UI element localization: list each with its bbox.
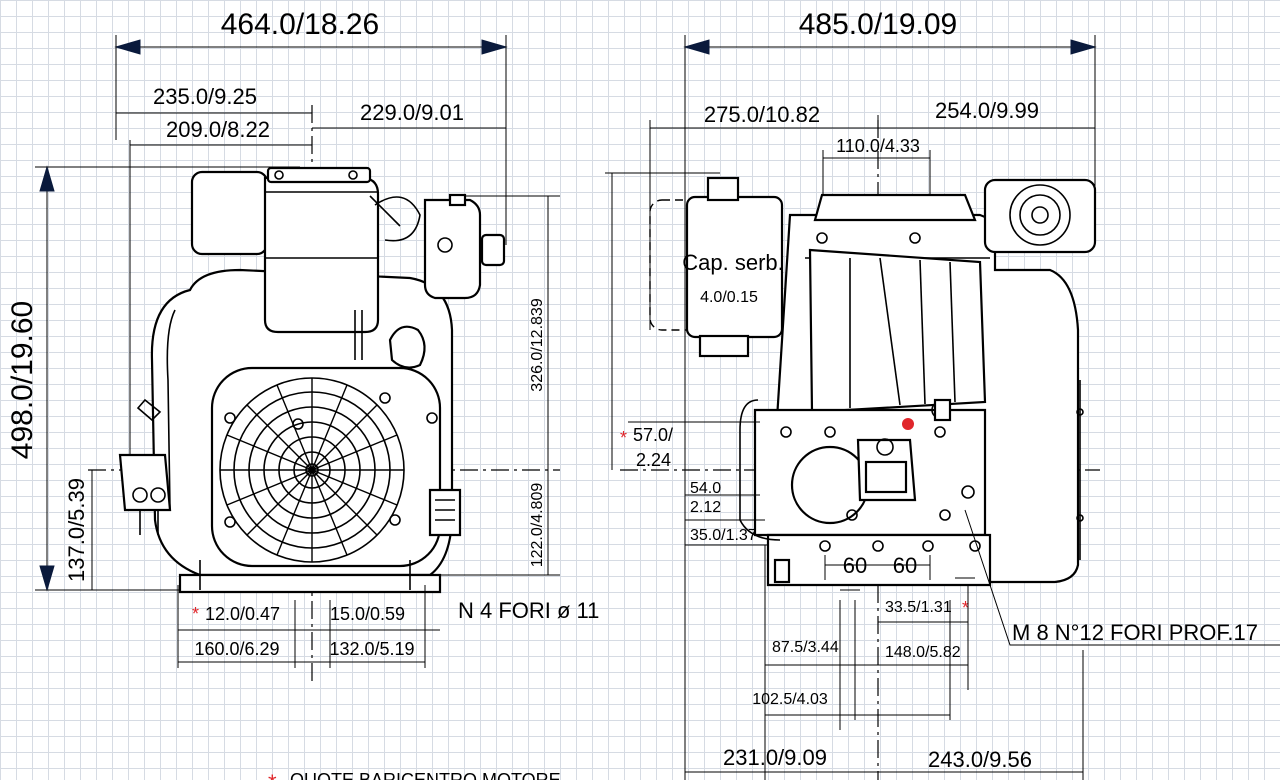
- front-foot-offset-star: *: [192, 604, 199, 624]
- side-cog-star: *: [620, 428, 627, 448]
- front-overall-height-dim: 498.0/19.60: [6, 165, 300, 592]
- side-cog-height-bottom: 2.24: [636, 450, 671, 470]
- side-dim-148: 148.0/5.82: [885, 644, 961, 661]
- side-spacing-60-left: 60: [843, 553, 867, 578]
- legend-note: QUOTE BARICENTRO MOTORE: [290, 770, 561, 780]
- front-axis-to-base-label: 122.0/4.809: [529, 483, 546, 568]
- side-lower-dims: 87.5/3.44 148.0/5.82 102.5/4.03 231.0/9.…: [685, 545, 1083, 780]
- side-overall-width-dim: 485.0/19.09: [683, 8, 1097, 780]
- side-left-dims: * 57.0/ 2.24 54.0 2.12 35.0/1.37: [620, 421, 768, 546]
- front-engine-drawing: [118, 166, 506, 594]
- side-upper-dims: 275.0/10.82 254.0/9.99 110.0/4.33: [649, 98, 1095, 330]
- side-dim-231: 231.0/9.09: [723, 745, 827, 770]
- front-holes-note: N 4 FORI ø 11: [458, 598, 599, 623]
- side-dim-87: 87.5/3.44: [772, 639, 839, 656]
- front-right-height-dims: 326.0/12.839 122.0/4.809: [430, 195, 560, 576]
- front-upper-dims: 235.0/9.25 209.0/8.22 229.0/9.01: [116, 84, 506, 455]
- side-dim-54-bottom: 2.12: [690, 499, 721, 516]
- side-cog-height-top: 57.0/: [633, 425, 673, 445]
- side-tank-capacity: 4.0/0.15: [700, 289, 758, 306]
- front-axis-to-top-label: 326.0/12.839: [529, 298, 546, 392]
- side-left-width-label: 275.0/10.82: [704, 102, 820, 127]
- front-overall-height-label: 498.0/19.60: [6, 301, 39, 459]
- side-dim-54-top: 54.0: [690, 480, 721, 497]
- side-cog-marker: [902, 418, 914, 430]
- front-right-to-center-label: 229.0/9.01: [360, 100, 464, 125]
- side-right-dims: 33.5/1.31 * M 8 N°12 FORI PROF.17: [878, 509, 1280, 780]
- front-overall-width-label: 464.0/18.26: [221, 8, 379, 41]
- side-dim-33-star: *: [962, 598, 969, 618]
- side-right-width-label: 254.0/9.99: [935, 98, 1039, 123]
- side-fuel-tank: Cap. serb. 4.0/0.15: [649, 176, 784, 358]
- side-holes-note: M 8 N°12 FORI PROF.17: [1012, 620, 1258, 645]
- side-tank-label: Cap. serb.: [682, 250, 784, 275]
- side-dim-33: 33.5/1.31: [885, 599, 952, 616]
- side-spacing-60-right: 60: [893, 553, 917, 578]
- front-foot-offset-2-label: 15.0/0.59: [330, 604, 405, 624]
- front-left-to-center-label: 235.0/9.25: [153, 84, 257, 109]
- side-dim-35: 35.0/1.37: [690, 527, 757, 544]
- side-view: 485.0/19.09 275.0/10.82 254.0/9.99 110.0…: [605, 8, 1280, 780]
- side-engine-drawing: [739, 178, 1097, 587]
- front-foot-offset-label: 12.0/0.47: [205, 604, 280, 624]
- side-spacing-dims: 60 60: [824, 553, 975, 591]
- front-left-inner-label: 209.0/8.22: [166, 117, 270, 142]
- legend: * QUOTE BARICENTRO MOTORE: [268, 770, 561, 780]
- front-overall-width-dim: 464.0/18.26: [114, 8, 508, 245]
- side-dim-243: 243.0/9.56: [928, 747, 1032, 772]
- front-foot-left-label: 160.0/6.29: [194, 639, 279, 659]
- legend-star: *: [268, 770, 277, 780]
- front-bottom-dims: * 12.0/0.47 15.0/0.59 N 4 FORI ø 11 160.…: [177, 585, 599, 668]
- front-foot-right-label: 132.0/5.19: [329, 639, 414, 659]
- front-base-axis-dim: 137.0/5.39: [64, 470, 93, 590]
- side-dim-102: 102.5/4.03: [752, 691, 828, 708]
- front-view: 464.0/18.26 235.0/9.25 209.0/8.22 229.0/…: [6, 8, 599, 685]
- side-overall-width-label: 485.0/19.09: [799, 8, 957, 41]
- front-base-to-axis-label: 137.0/5.39: [64, 478, 89, 582]
